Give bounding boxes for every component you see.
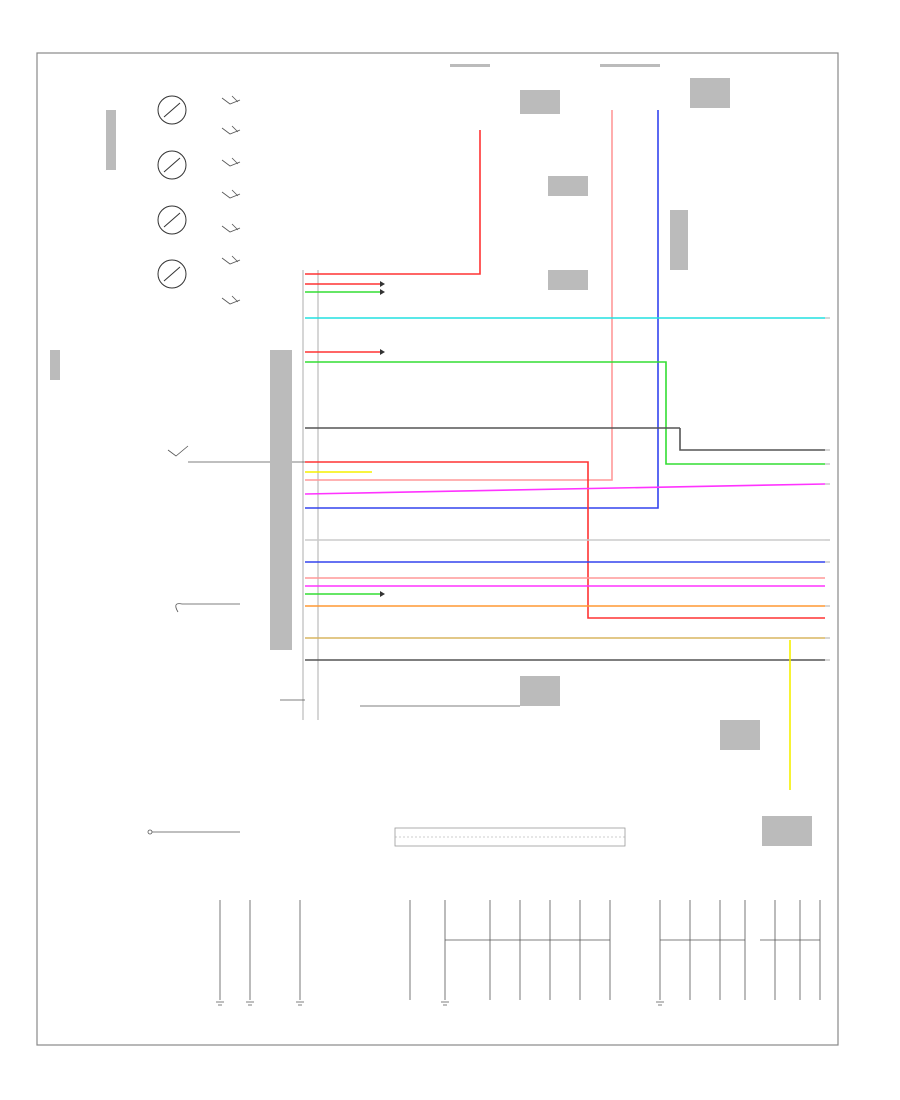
short-wire-stubs xyxy=(305,283,380,595)
gauge-icon xyxy=(157,95,187,125)
switch-icon xyxy=(221,255,241,265)
diagram-frame xyxy=(36,52,839,1046)
cluster-switches xyxy=(221,95,241,305)
ground-icon xyxy=(441,1001,449,1006)
connector-arrow-icon xyxy=(380,349,385,355)
gauge-icon xyxy=(157,205,187,235)
fine-print-blocks xyxy=(50,64,812,846)
switch-icon xyxy=(221,125,241,135)
right-terminals xyxy=(825,317,830,661)
wire-red-top xyxy=(305,130,481,275)
lower-left-items xyxy=(147,699,520,835)
connector-arrow-icon xyxy=(380,289,385,295)
connector-arrow-icon xyxy=(380,591,385,597)
lower-connector-block xyxy=(394,827,626,847)
switch-icon xyxy=(221,189,241,199)
ground-icon xyxy=(656,1001,664,1006)
switch-icon xyxy=(221,95,241,105)
wire-pink-vertical xyxy=(305,110,613,481)
connector-arrows xyxy=(380,281,385,597)
switch-icon xyxy=(221,223,241,233)
connector-arrow-icon xyxy=(380,281,385,287)
ground-icon xyxy=(246,1001,254,1006)
switch-icon xyxy=(221,295,241,305)
harness-wires xyxy=(304,110,826,790)
connector-pin-column xyxy=(302,270,319,720)
cluster-gauges xyxy=(157,95,187,289)
wire-dark-gray-2 xyxy=(679,428,825,451)
switch-icon xyxy=(167,445,189,457)
wire-magenta xyxy=(304,483,826,495)
gauge-icon xyxy=(157,150,187,180)
wire-green xyxy=(305,361,825,465)
lower-components xyxy=(216,900,821,1006)
ground-icon xyxy=(296,1001,304,1006)
switch-icon xyxy=(221,157,241,167)
ground-icon xyxy=(216,1001,224,1006)
wire-blue-vertical xyxy=(305,110,659,509)
gauge-icon xyxy=(157,259,187,289)
